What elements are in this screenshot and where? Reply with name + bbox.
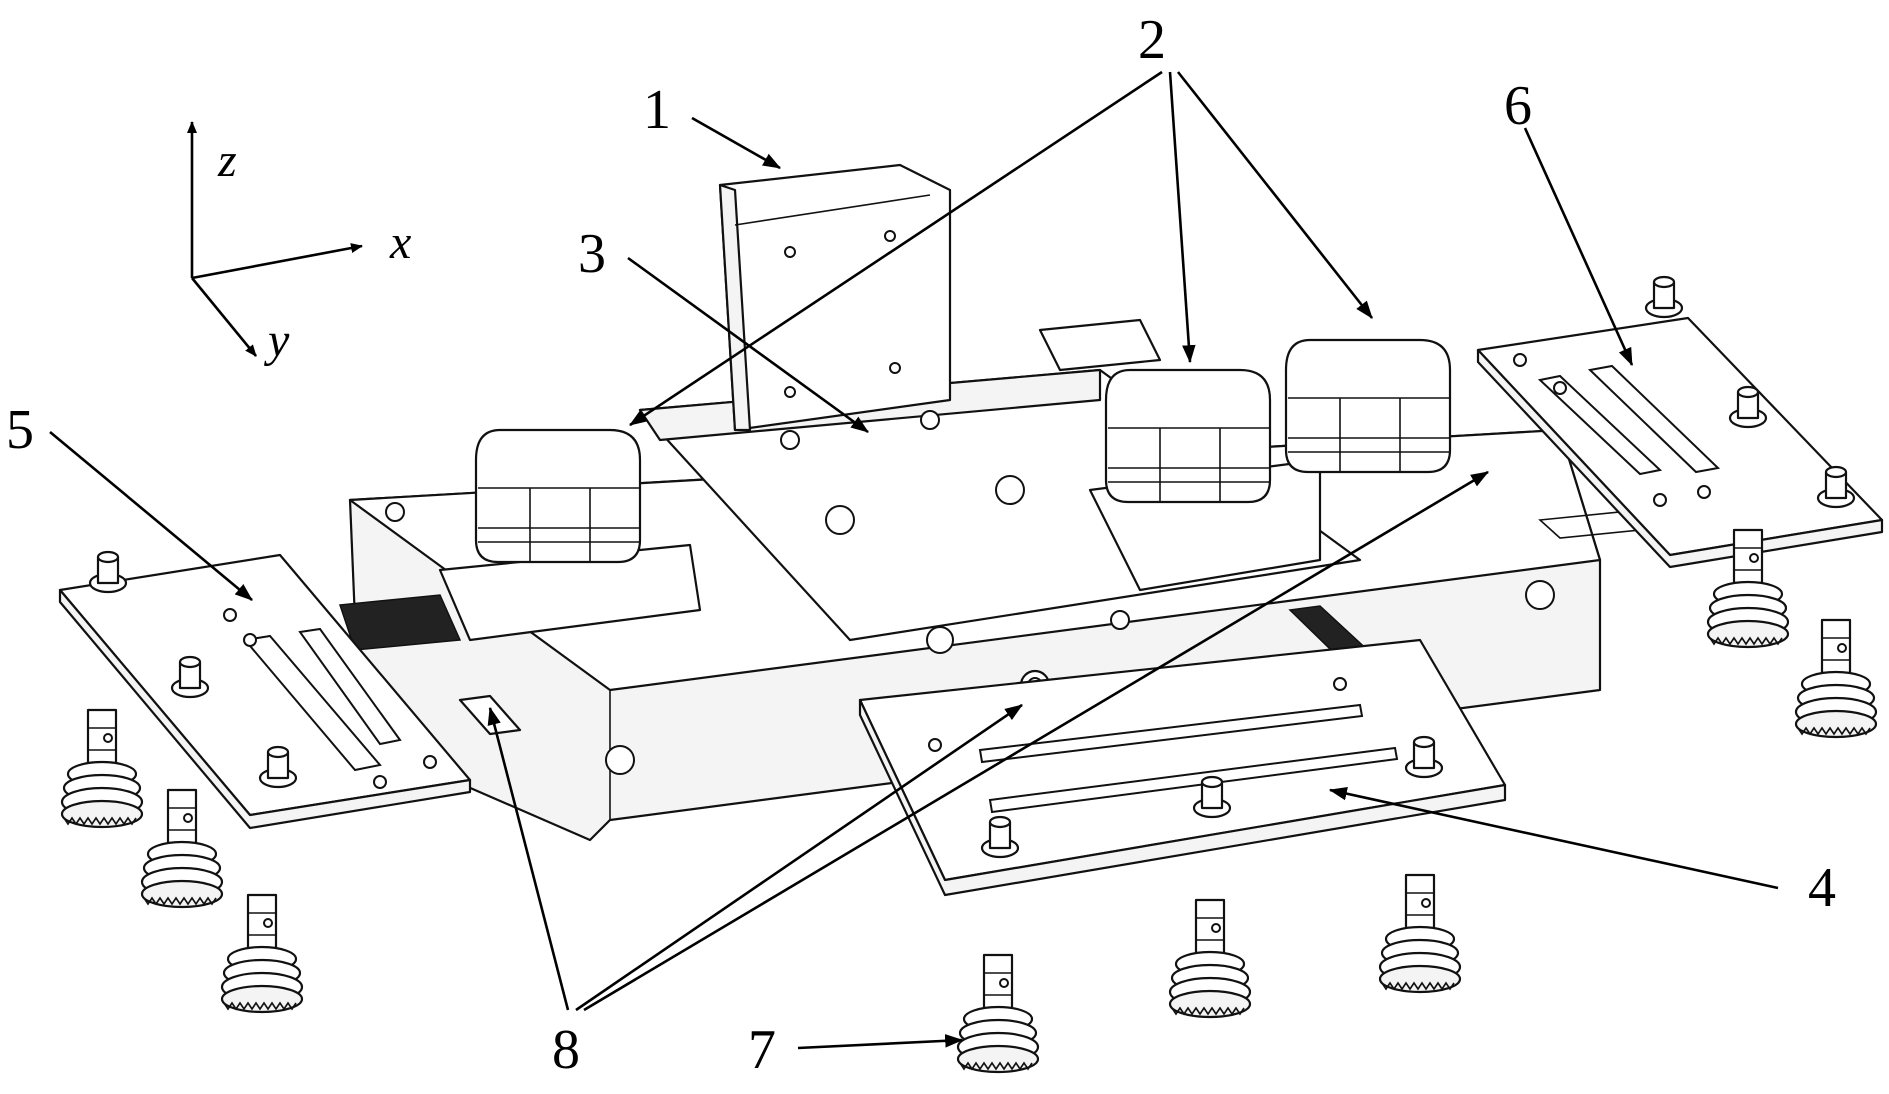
motor-left — [474, 428, 642, 564]
axis-z-label: z — [217, 134, 237, 187]
callout-6: 6 — [1504, 75, 1532, 137]
axis-y-label: y — [263, 314, 290, 367]
callout-4: 4 — [1808, 857, 1836, 919]
front-plate — [858, 638, 1507, 1074]
callout-1: 1 — [643, 79, 671, 141]
left-plate — [58, 550, 472, 1014]
coordinate-axes: z x y — [187, 121, 411, 367]
callout-7: 7 — [748, 1019, 776, 1081]
callout-8: 8 — [552, 1019, 580, 1081]
motor-middle — [1104, 368, 1272, 504]
callout-2: 2 — [1138, 9, 1166, 71]
rack-left — [338, 594, 462, 651]
right-plate — [1476, 275, 1884, 739]
leader-lines — [49, 70, 1779, 1050]
axis-x-label: x — [389, 216, 411, 269]
motor-right — [1284, 338, 1452, 474]
callout-labels: 1 2 3 4 5 6 7 8 — [6, 9, 1836, 1081]
callout-5: 5 — [6, 399, 34, 461]
motors — [438, 318, 1452, 642]
callout-3: 3 — [578, 223, 606, 285]
vertical-plate — [718, 163, 952, 432]
